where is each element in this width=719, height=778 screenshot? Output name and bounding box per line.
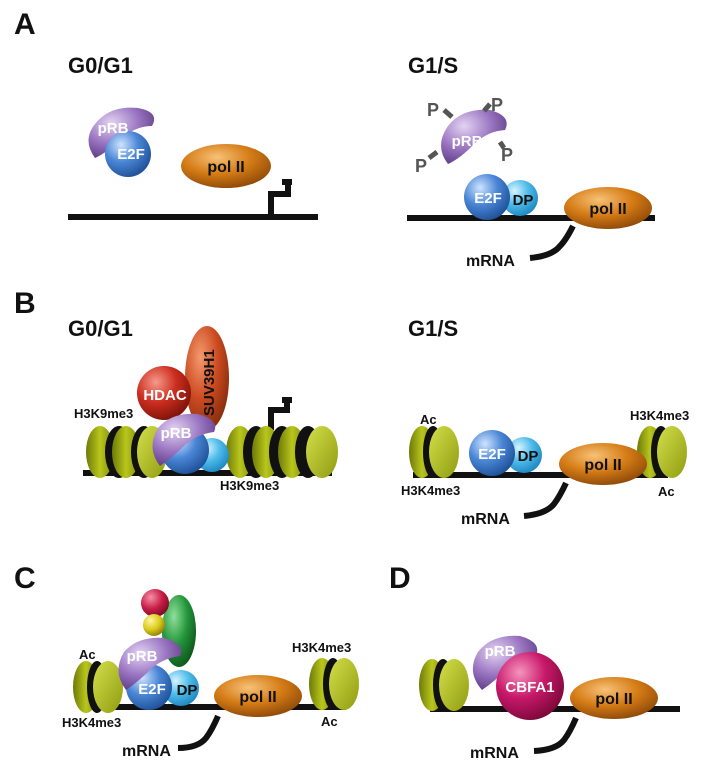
e2f-label: E2F	[478, 446, 506, 463]
pol-ii-shape	[214, 675, 302, 717]
mrna-label: mRNA	[466, 253, 515, 270]
cbfa1-shape	[496, 652, 564, 720]
nucleosome	[306, 426, 338, 478]
promoter-arrow	[268, 182, 291, 217]
nucleosome	[429, 426, 459, 478]
phase-label: G1/S	[408, 53, 458, 78]
phase-label: G0/G1	[68, 316, 133, 341]
hdac-label: HDAC	[143, 387, 186, 404]
phospho-label: P	[491, 95, 503, 115]
panel-a-right: G1/S mRNA pol II E2F DP pRB P P P P	[407, 53, 655, 270]
dp-label: DP	[513, 192, 534, 209]
phospho-link	[442, 108, 454, 119]
histone-mark-label: H3K9me3	[74, 406, 133, 421]
pol-ii-label: pol II	[589, 201, 626, 218]
histone-mark-label: H3K4me3	[62, 715, 121, 730]
phase-label: G1/S	[408, 316, 458, 341]
panel-b: B G0/G1	[14, 287, 689, 528]
e2f-shape	[105, 131, 151, 177]
histone-mark-label: H3K9me3	[220, 478, 279, 493]
pol-ii-label: pol II	[239, 689, 276, 706]
panel-letter-c: C	[14, 562, 36, 595]
panel-b-left: G0/G1 SUV39H1	[68, 316, 338, 493]
phospho-label: P	[427, 100, 439, 120]
prb-shape	[118, 637, 182, 690]
mrna-label: mRNA	[122, 743, 171, 760]
mrna-strand	[523, 481, 569, 519]
e2f-label: E2F	[138, 681, 166, 698]
histone-mark-label: H3K4me3	[630, 408, 689, 423]
acetylation-label: Ac	[321, 714, 338, 729]
prb-label: pRB	[127, 648, 158, 665]
dp-shape	[506, 437, 542, 473]
nucleosome	[657, 426, 687, 478]
panel-b-right: G1/S mRNA pol II E2F DP Ac H3K4me3 H3K4m…	[401, 316, 689, 528]
phase-label: G0/G1	[68, 53, 133, 78]
panel-letter-d: D	[389, 562, 411, 595]
panel-c: C mRNA pol II pRB E2F DP Ac H3K4me3 H3K4…	[14, 562, 359, 760]
dp-shape	[502, 180, 538, 216]
prb-shape	[441, 109, 507, 164]
panel-a: A G0/G1 pol II pRB E2F G1/S mRNA pol II …	[14, 8, 655, 270]
suv39h1-shape	[185, 326, 229, 430]
e2f-shape	[464, 174, 510, 220]
mrna-label: mRNA	[461, 511, 510, 528]
cbfa1-label: CBFA1	[505, 679, 554, 696]
phospho-link	[497, 140, 507, 150]
dp-label: DP	[177, 682, 198, 699]
pol-ii-shape	[559, 443, 647, 485]
phospho-label: P	[501, 145, 513, 165]
prb-label: pRB	[98, 120, 129, 137]
e2f-shape	[469, 430, 515, 476]
panel-letter-b: B	[14, 287, 36, 320]
dp-label: DP	[518, 448, 539, 465]
panel-a-left: G0/G1 pol II pRB E2F	[68, 53, 318, 220]
mrna-strand	[529, 224, 576, 261]
prb-label: pRB	[452, 133, 483, 150]
acetylation-label: Ac	[658, 484, 675, 499]
phospho-link	[482, 102, 492, 113]
pol-ii-shape	[564, 187, 652, 229]
cofactor-yellow-shape	[143, 614, 165, 636]
hdac-shape	[137, 366, 191, 420]
suv39h1-label: SUV39H1	[201, 349, 218, 416]
mrna-strand	[177, 714, 221, 751]
mrna-strand	[533, 716, 579, 754]
nucleosome	[439, 659, 469, 711]
prb-label: pRB	[485, 643, 516, 660]
nucleosome	[329, 658, 359, 710]
pol-ii-shape	[181, 144, 271, 188]
acetylation-label: Ac	[420, 412, 437, 427]
pol-ii-label: pol II	[584, 457, 621, 474]
prb-shape	[152, 413, 216, 466]
acetylation-label: Ac	[79, 647, 96, 662]
pol-ii-label: pol II	[595, 691, 632, 708]
pol-ii-label: pol II	[207, 159, 244, 176]
nucleosome-group	[226, 426, 338, 478]
e2f-label: E2F	[117, 146, 145, 163]
panel-d: D mRNA pol II pRB CBFA1	[389, 562, 680, 762]
nucleosome-group	[409, 426, 459, 478]
promoter-arrow	[268, 400, 290, 430]
panel-letter-a: A	[14, 8, 36, 41]
prb-label: pRB	[161, 425, 192, 442]
pol-ii-shape	[570, 677, 658, 719]
nucleosome-group	[419, 659, 469, 711]
cofactor-red-shape	[141, 589, 169, 617]
nucleosome-group	[637, 426, 687, 478]
phospho-label: P	[415, 156, 427, 176]
mrna-label: mRNA	[470, 745, 519, 762]
phospho-link	[427, 150, 439, 160]
e2f-label: E2F	[474, 190, 502, 207]
nucleosome-group	[309, 658, 359, 710]
histone-mark-label: H3K4me3	[292, 640, 351, 655]
histone-mark-label: H3K4me3	[401, 483, 460, 498]
nucleosome-group	[73, 661, 123, 713]
nucleosome	[93, 661, 123, 713]
dp-shape	[163, 670, 199, 706]
